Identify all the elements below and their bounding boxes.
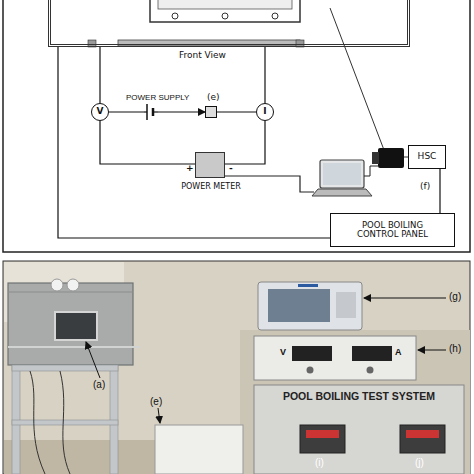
power-supply-unit	[254, 336, 416, 380]
chamber-window	[150, 0, 300, 22]
callout-number: (i)	[315, 457, 324, 468]
leader-arrow	[418, 350, 446, 351]
cables	[30, 371, 70, 474]
camera-cable	[364, 166, 378, 176]
analyzer-keys	[336, 292, 356, 318]
photo-frame	[3, 261, 470, 474]
leader-arrow	[364, 298, 446, 299]
analyzer-logo	[298, 284, 318, 287]
leader-arrow	[86, 342, 100, 378]
current-display	[352, 346, 392, 361]
controller-display	[306, 430, 339, 438]
stand-leg	[110, 365, 118, 474]
wire-connector	[264, 47, 265, 103]
stand-bar	[12, 420, 118, 425]
battery-lead	[153, 111, 158, 112]
controller-display	[406, 430, 439, 438]
camera-body	[378, 148, 404, 168]
wire-connector	[439, 169, 440, 213]
wire-connector	[100, 121, 195, 164]
voltage-display	[292, 346, 332, 361]
leader-arrow	[158, 408, 160, 423]
chamber-box: Front View	[48, 0, 410, 47]
device-label: POWER SUPPLY	[126, 94, 189, 103]
callout-number: (a)	[93, 379, 105, 390]
meter-symbol: I	[257, 104, 273, 120]
bench	[240, 330, 470, 474]
laptop-screen	[320, 160, 364, 188]
device-label: POOL BOILING CONTROL PANEL	[331, 214, 454, 246]
stand-leg	[12, 365, 20, 474]
battery-lead	[144, 111, 147, 112]
panel-marking: V	[280, 348, 286, 358]
camera-box: HSC(f)	[408, 145, 446, 169]
sight-line	[330, 8, 384, 150]
pool-liquid	[158, 0, 292, 9]
wire-connector	[99, 47, 100, 103]
wire-connector	[217, 111, 256, 112]
analyzer-screen	[268, 289, 330, 322]
controller	[300, 425, 345, 453]
knob	[307, 367, 314, 374]
view-label: Front View	[179, 51, 226, 61]
device-label: HSC	[409, 146, 445, 168]
chamber-rim	[8, 292, 133, 293]
battery-gap	[144, 103, 158, 121]
fitting	[67, 279, 79, 291]
callout-number: (j)	[415, 457, 424, 468]
voltmeter-circle: V	[91, 103, 109, 121]
controller	[400, 425, 445, 453]
callout-number: (h)	[449, 343, 461, 354]
port-circle	[172, 13, 178, 19]
laptop-base	[312, 189, 372, 196]
wire-connector	[109, 111, 205, 112]
power-analyzer	[258, 282, 362, 330]
port-circle	[272, 13, 278, 19]
ammeter-circle: I	[256, 103, 274, 121]
callout-number: (f)	[420, 182, 430, 192]
terminal-sign: -	[229, 164, 233, 174]
sample-box	[155, 425, 243, 474]
knob	[367, 367, 374, 374]
stand-bar	[12, 365, 118, 371]
wire-connector	[58, 47, 330, 238]
test-cabinet	[254, 385, 464, 474]
test-heater-box: (e)	[205, 106, 217, 118]
device-label: POWER METER	[178, 183, 244, 192]
schematic-frame	[3, 0, 470, 252]
laptop-display	[323, 163, 361, 185]
cabinet-title: POOL BOILING TEST SYSTEM	[258, 391, 460, 403]
wire-connector	[225, 121, 265, 164]
control-panel-box: POOL BOILING CONTROL PANEL	[330, 213, 455, 247]
viewing-window	[55, 312, 97, 340]
camera-lens	[372, 152, 379, 164]
fitting	[51, 279, 63, 291]
callout-number: (g)	[449, 291, 461, 302]
rod	[8, 346, 140, 348]
callout-number: (e)	[150, 396, 162, 407]
chamber-photo	[8, 283, 133, 365]
power-meter-box: +-POWER METER	[195, 152, 225, 178]
panel-marking: A	[395, 348, 402, 358]
meter-symbol: V	[92, 104, 108, 120]
port-circle	[222, 13, 228, 19]
callout-number: (e)	[207, 93, 220, 103]
terminal-sign: +	[186, 164, 194, 174]
